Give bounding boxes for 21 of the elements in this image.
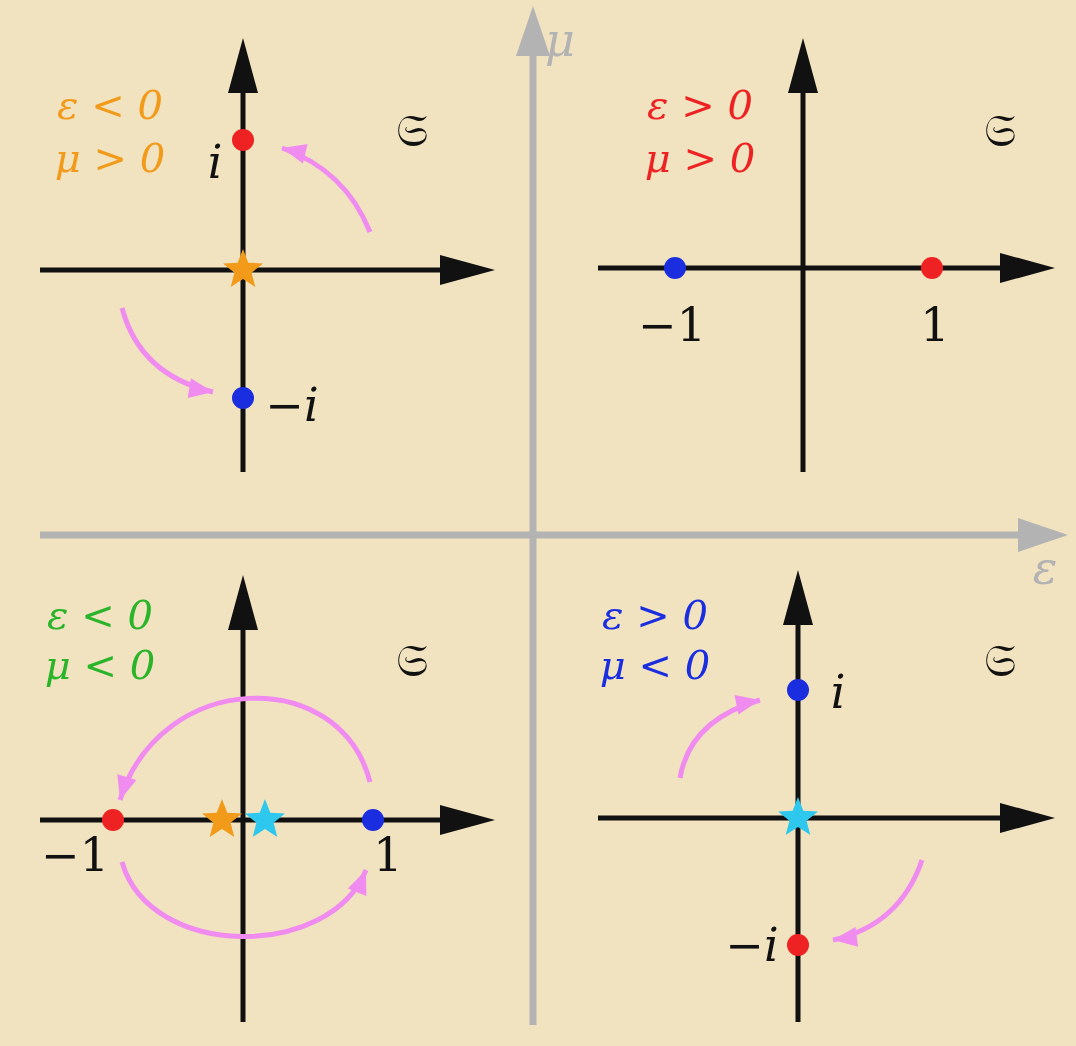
plane-symbol: 𝔖	[396, 637, 428, 683]
point-label: −i	[725, 922, 779, 968]
condition-label: μ < 0	[44, 645, 156, 685]
point-label: −1	[638, 302, 706, 348]
point-label: −1	[41, 832, 109, 878]
point-label: 1	[920, 302, 950, 348]
condition-label: ε < 0	[47, 595, 153, 635]
condition-label: ε > 0	[647, 85, 753, 125]
point-label: −i	[265, 382, 319, 428]
point-label: i	[207, 139, 223, 185]
condition-label: ε > 0	[602, 595, 708, 635]
plane-symbol: 𝔖	[984, 637, 1016, 683]
point-label: i	[830, 669, 846, 715]
point-label: 1	[373, 832, 403, 878]
plane-symbol: 𝔖	[984, 107, 1016, 153]
condition-label: μ < 0	[599, 645, 711, 685]
plane-symbol: 𝔖	[396, 107, 428, 153]
condition-label: ε < 0	[57, 85, 163, 125]
axis-label: ε	[1032, 545, 1058, 591]
condition-label: μ > 0	[644, 138, 756, 178]
condition-label: μ > 0	[54, 138, 166, 178]
